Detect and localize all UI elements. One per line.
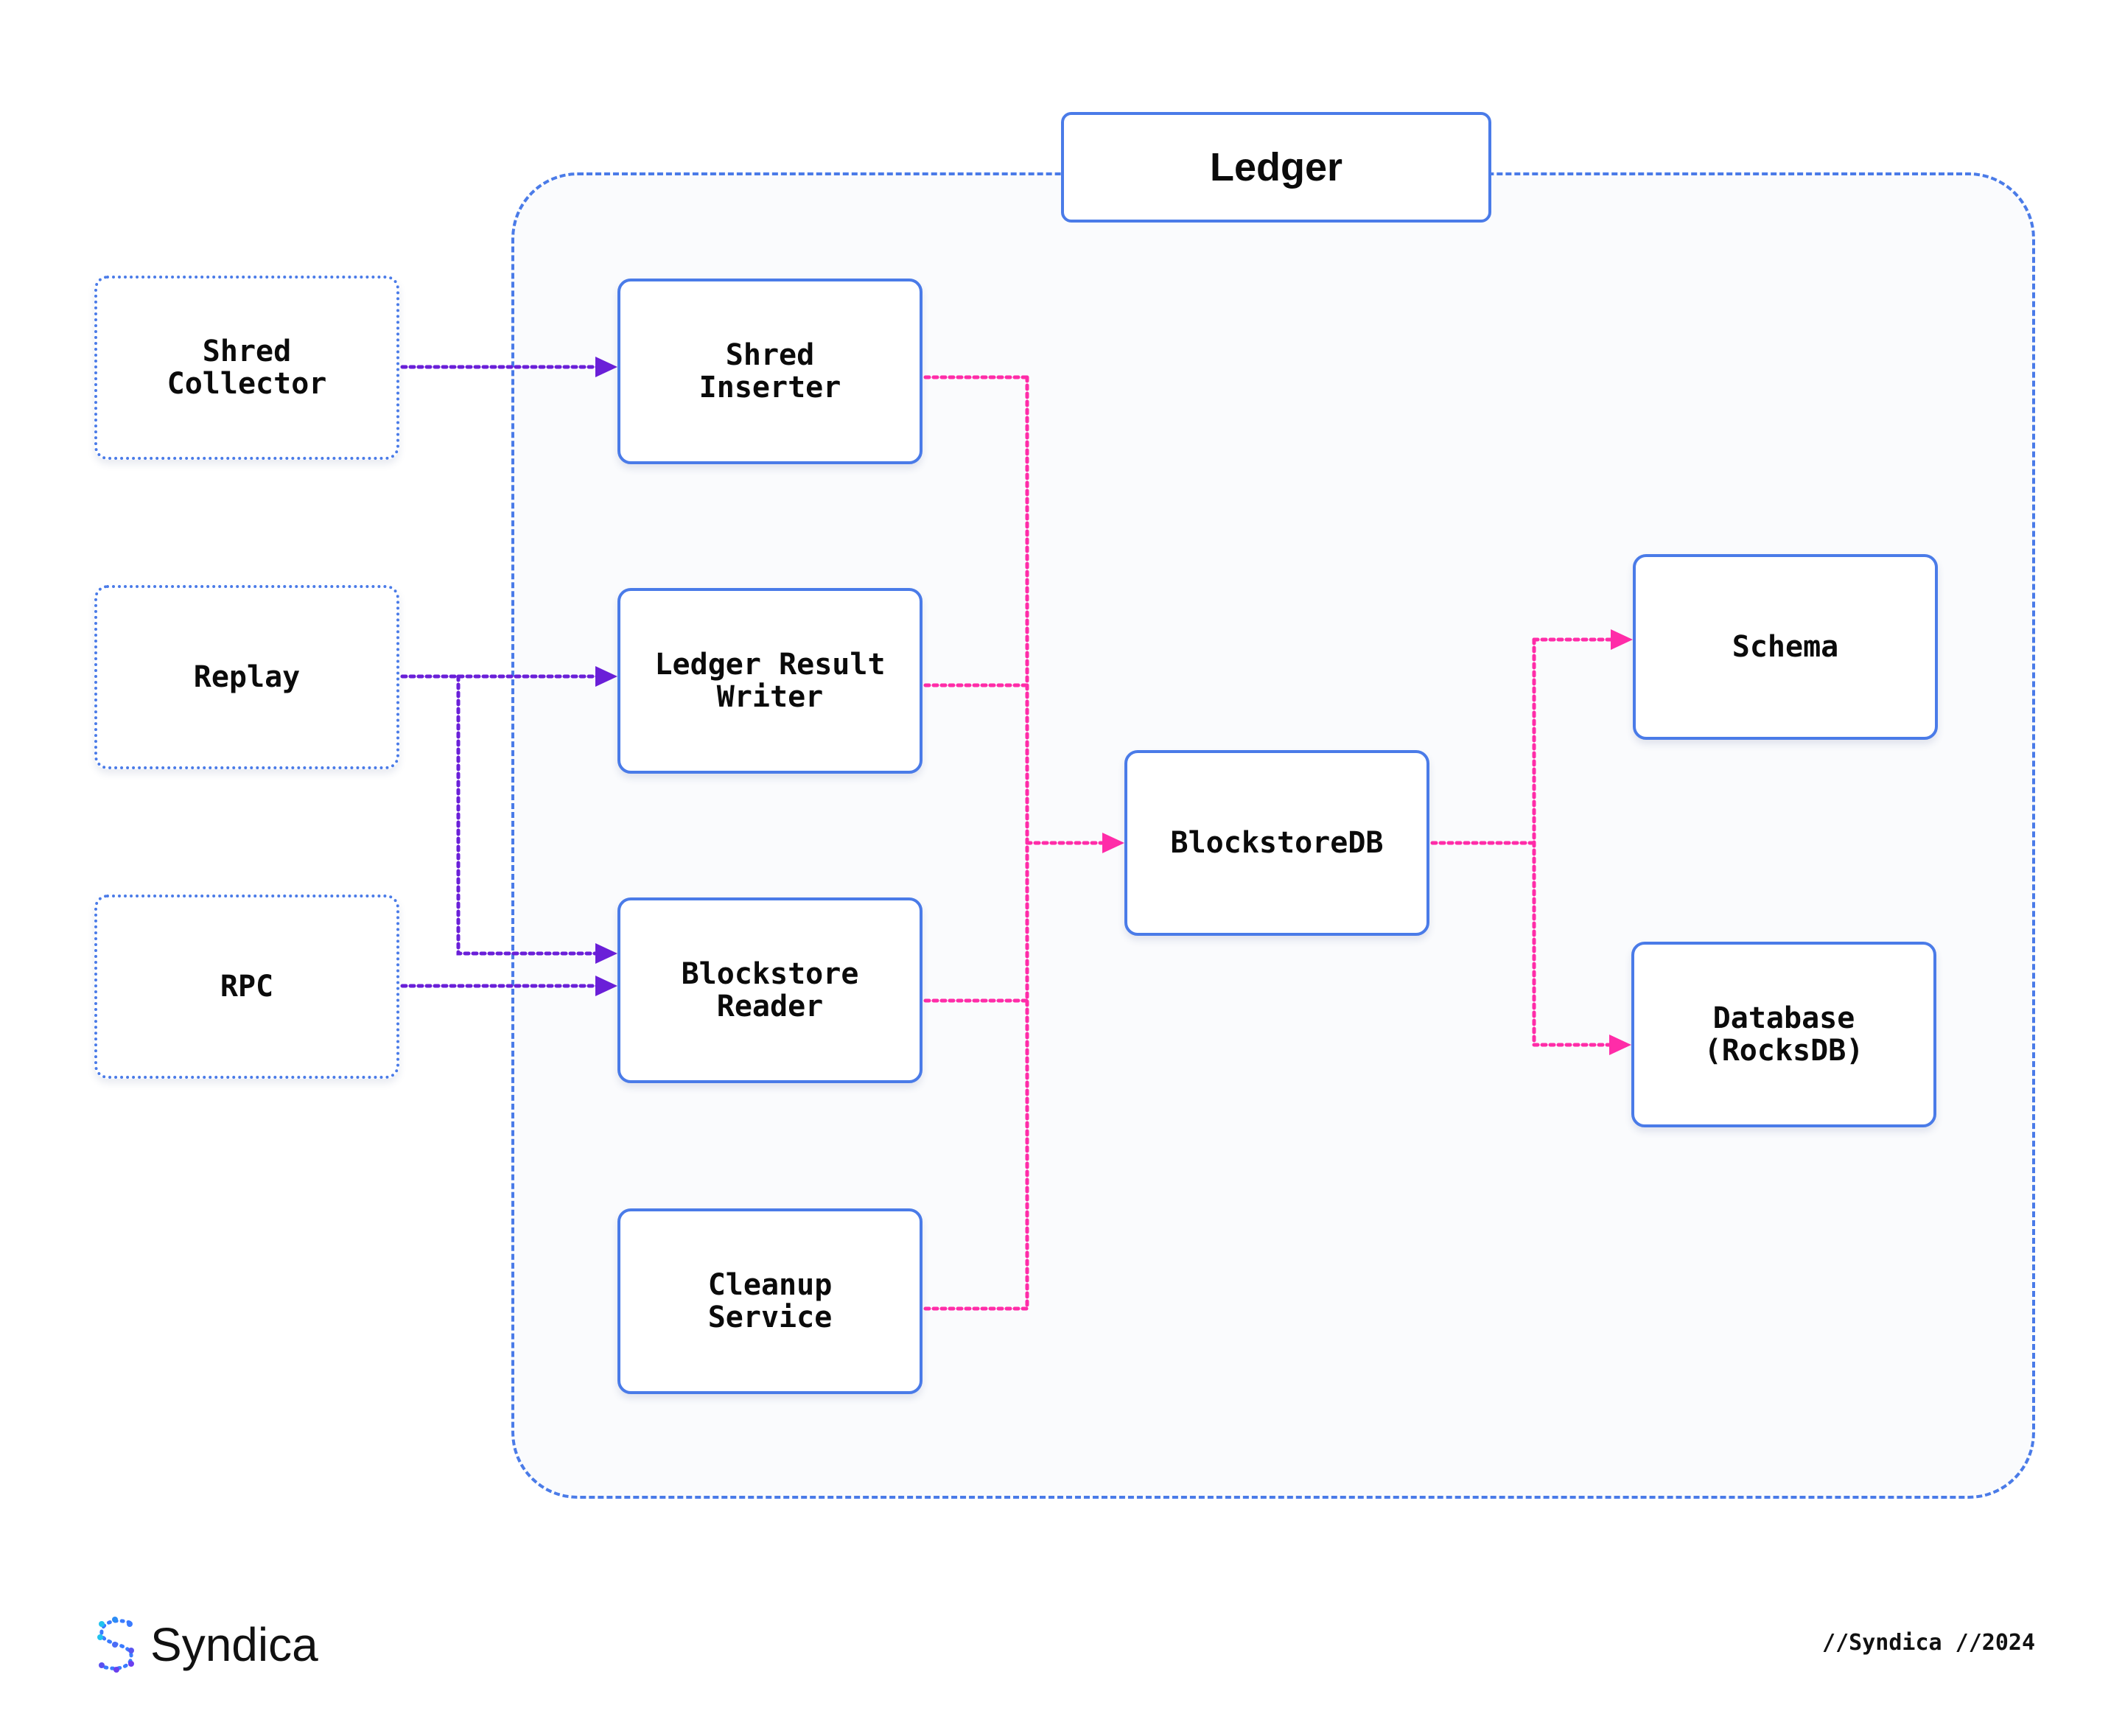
node-blockstoredb: BlockstoreDB — [1124, 750, 1429, 936]
ledger-title: Ledger — [1061, 112, 1491, 223]
arrowhead — [595, 666, 617, 687]
logo-text: Syndica — [150, 1618, 318, 1671]
node-schema: Schema — [1633, 554, 1938, 740]
node-label: Cleanup Service — [707, 1268, 833, 1334]
node-label: Schema — [1732, 630, 1839, 664]
node-label: Replay — [193, 660, 301, 694]
arrowhead — [1611, 629, 1633, 650]
arrowhead — [595, 357, 617, 377]
arrowhead — [595, 943, 617, 964]
arrowhead — [1102, 833, 1124, 853]
arrowhead — [595, 976, 617, 996]
node-rpc: RPC — [94, 895, 399, 1079]
node-label: Shred Collector — [167, 335, 327, 401]
node-shred-collector: Shred Collector — [94, 276, 399, 460]
node-database: Database (RocksDB) — [1631, 942, 1936, 1127]
node-label: Database (RocksDB) — [1704, 1001, 1864, 1068]
edge-replay-to-blockstorereader — [456, 674, 601, 956]
node-replay: Replay — [94, 585, 399, 769]
syndica-logo-icon — [97, 1617, 134, 1673]
node-ledger-result-writer: Ledger Result Writer — [617, 588, 923, 774]
footer-tag: //Syndica //2024 — [1822, 1630, 2035, 1656]
node-blockstore-reader: Blockstore Reader — [617, 897, 923, 1083]
node-label: Shred Inserter — [699, 338, 841, 405]
node-label: RPC — [220, 970, 274, 1004]
node-label: Blockstore Reader — [681, 957, 859, 1023]
syndica-logo: Syndica — [93, 1615, 318, 1674]
node-cleanup-service: Cleanup Service — [617, 1208, 923, 1394]
node-label: BlockstoreDB — [1170, 826, 1384, 860]
node-label: Ledger Result Writer — [654, 648, 886, 714]
node-shred-inserter: Shred Inserter — [617, 279, 923, 464]
arrowhead — [1609, 1035, 1631, 1055]
